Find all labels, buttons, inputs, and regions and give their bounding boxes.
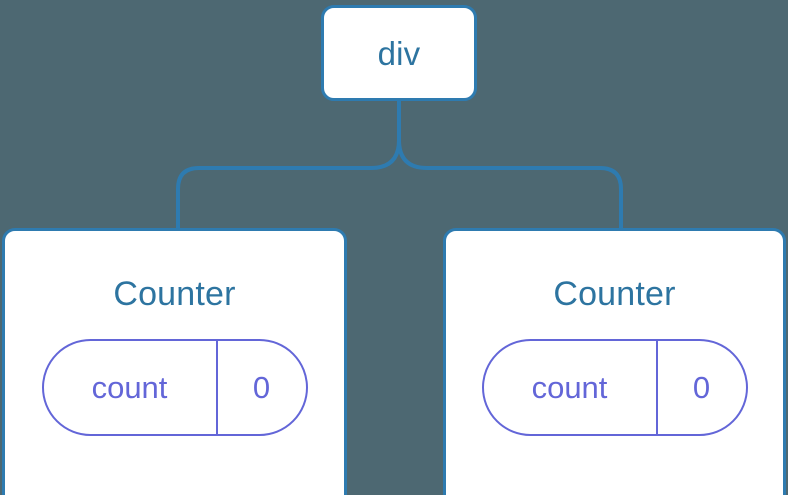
connector-left-branch xyxy=(176,101,401,232)
state-key-left: count xyxy=(44,341,218,434)
state-value-right: 0 xyxy=(692,370,711,405)
node-counter-right[interactable]: Counter count 0 xyxy=(443,228,786,495)
node-counter-left[interactable]: Counter count 0 xyxy=(2,228,347,495)
node-counter-left-label: Counter xyxy=(113,275,236,313)
node-counter-right-label: Counter xyxy=(553,275,676,313)
node-div[interactable]: div xyxy=(321,5,477,101)
state-value-left: 0 xyxy=(252,370,271,405)
connector-right-branch xyxy=(397,101,623,232)
node-div-label: div xyxy=(377,34,421,72)
state-key-right: count xyxy=(484,341,658,434)
state-pill-right[interactable]: count 0 xyxy=(481,339,748,436)
state-pill-left[interactable]: count 0 xyxy=(41,339,308,436)
